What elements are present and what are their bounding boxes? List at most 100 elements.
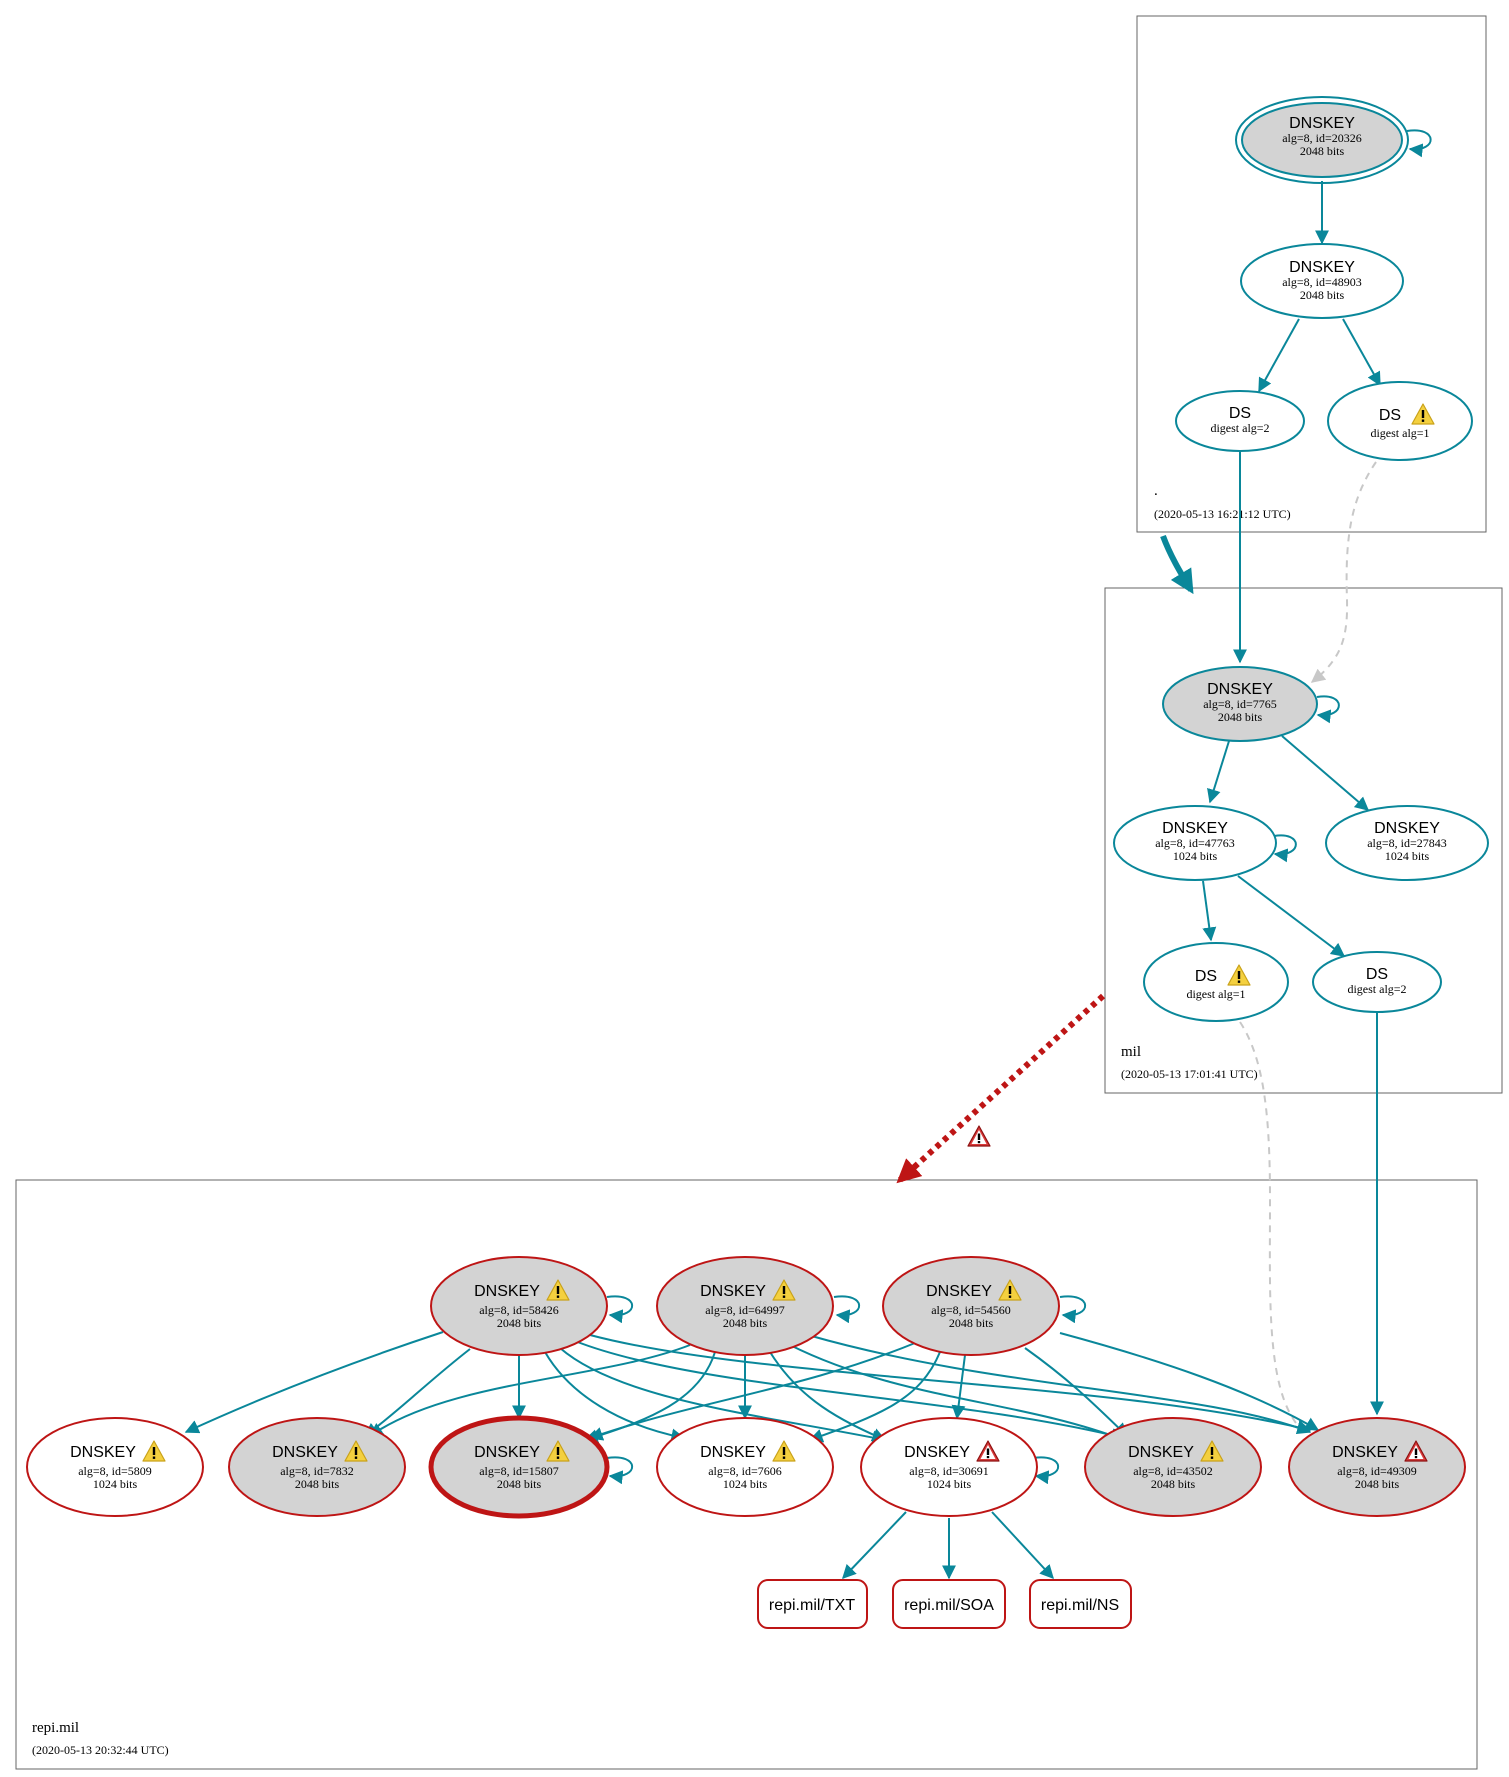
node-k7832[interactable]: DNSKEY alg=8, id=7832 2048 bits (228, 1417, 406, 1517)
node-bits: 2048 bits (295, 1477, 340, 1491)
edge-k58426-k7606 (544, 1351, 686, 1443)
edge-k54560-k43502 (1024, 1347, 1129, 1437)
rrset-ns[interactable]: repi.mil/NS (1029, 1579, 1132, 1629)
zone-repi: repi.mil (2020-05-13 20:32:44 UTC) (15, 1179, 1478, 1770)
node-title: DNSKEY (1289, 115, 1355, 132)
edge-mil-ksk-zsk1 (1207, 740, 1230, 804)
edge-k58426-k43502 (574, 1340, 1126, 1442)
node-id: alg=8, id=64997 (705, 1303, 785, 1317)
node-k15807[interactable]: DNSKEY alg=8, id=15807 2048 bits (428, 1415, 610, 1519)
node-k64997[interactable]: DNSKEY alg=8, id=64997 2048 bits (656, 1256, 834, 1356)
node-k5809[interactable]: DNSKEY alg=8, id=5809 1024 bits (26, 1417, 204, 1517)
node-k43502[interactable]: DNSKEY alg=8, id=43502 2048 bits (1084, 1417, 1262, 1517)
edge-k54560-k7606 (808, 1351, 941, 1443)
loop-mil-zsk1 (1273, 834, 1297, 863)
node-id: alg=8, id=47763 (1155, 836, 1235, 850)
rrset-soa[interactable]: repi.mil/SOA (892, 1579, 1006, 1629)
zone-root: . (2020-05-13 16:21:12 UTC) (1136, 15, 1487, 533)
node-bits: 1024 bits (1173, 849, 1218, 863)
loop-k64997 (833, 1295, 861, 1324)
delegation-error-icon (967, 1125, 991, 1147)
node-title: DS (1379, 407, 1401, 424)
node-bits: 1024 bits (927, 1477, 972, 1491)
loop-k58426 (606, 1295, 634, 1324)
node-bits: 2048 bits (1218, 710, 1263, 724)
rrset-label: repi.mil/NS (1041, 1597, 1119, 1614)
edge-k54560-k49309 (1059, 1332, 1320, 1431)
delegation-root-mil (1160, 534, 1194, 595)
loop-mil-ksk (1316, 695, 1340, 724)
node-bits: 2048 bits (1151, 1477, 1196, 1491)
loop-k30691 (1032, 1456, 1060, 1485)
edge-k58426-k5809 (184, 1331, 444, 1434)
edge-k54560-k30691 (951, 1354, 966, 1420)
node-id: alg=8, id=48903 (1282, 275, 1362, 289)
edge-mil-zsk1-ds1 (1202, 880, 1217, 942)
node-bits: 1024 bits (723, 1477, 768, 1491)
node-bits: 2048 bits (497, 1477, 542, 1491)
node-mil-ds1[interactable]: DS digest alg=1 (1143, 942, 1289, 1022)
edges (184, 129, 1432, 1580)
rrset-label: repi.mil/TXT (769, 1597, 855, 1614)
node-mil-ds2[interactable]: DS digest alg=2 (1312, 951, 1442, 1013)
node-title: DNSKEY (1162, 820, 1228, 837)
node-k30691[interactable]: DNSKEY alg=8, id=30691 1024 bits (860, 1417, 1038, 1517)
node-title: DNSKEY (1332, 1444, 1398, 1461)
node-title: DNSKEY (474, 1444, 540, 1461)
node-id: alg=8, id=20326 (1282, 131, 1362, 145)
edge-root-zsk-ds1 (1342, 318, 1381, 387)
node-digest: digest alg=2 (1210, 421, 1269, 435)
node-id: alg=8, id=49309 (1337, 1464, 1417, 1478)
node-digest: digest alg=1 (1186, 987, 1245, 1001)
loop-k54560 (1059, 1295, 1087, 1324)
node-id: alg=8, id=7606 (708, 1464, 782, 1478)
edge-root-ds1-mil-ksk (1310, 461, 1377, 683)
node-id: alg=8, id=7832 (280, 1464, 354, 1478)
edge-k64997-k49309 (807, 1334, 1312, 1435)
node-bits: 2048 bits (1355, 1477, 1400, 1491)
edge-k58426-k7832 (363, 1348, 471, 1437)
edge-mil-zsk1-ds2 (1237, 875, 1346, 957)
node-mil-zsk2[interactable]: DNSKEY alg=8, id=27843 1024 bits (1325, 805, 1489, 881)
node-root-ksk[interactable]: DNSKEY alg=8, id=20326 2048 bits (1235, 96, 1409, 184)
rrset-txt[interactable]: repi.mil/TXT (757, 1579, 868, 1629)
node-k49309[interactable]: DNSKEY alg=8, id=49309 2048 bits (1288, 1417, 1466, 1517)
edge-k30691-txt (842, 1511, 907, 1580)
node-id: alg=8, id=15807 (479, 1464, 559, 1478)
node-title: DNSKEY (70, 1444, 136, 1461)
loop-root-ksk (1406, 129, 1432, 158)
node-digest: digest alg=1 (1370, 426, 1429, 440)
node-mil-zsk1[interactable]: DNSKEY alg=8, id=47763 1024 bits (1113, 805, 1277, 881)
node-bits: 2048 bits (497, 1316, 542, 1330)
node-k58426[interactable]: DNSKEY alg=8, id=58426 2048 bits (430, 1256, 608, 1356)
node-bits: 1024 bits (93, 1477, 138, 1491)
node-title: DNSKEY (904, 1444, 970, 1461)
node-id: alg=8, id=58426 (479, 1303, 559, 1317)
node-title: DNSKEY (1374, 820, 1440, 837)
edge-mil-ds1-k49309 (1239, 1021, 1301, 1429)
node-mil-ksk[interactable]: DNSKEY alg=8, id=7765 2048 bits (1162, 666, 1318, 742)
node-title: DNSKEY (474, 1283, 540, 1300)
node-root-ds1[interactable]: DS digest alg=1 (1327, 381, 1473, 461)
node-id: alg=8, id=27843 (1367, 836, 1447, 850)
edge-k64997-k30691 (769, 1351, 887, 1442)
node-root-ds2[interactable]: DS digest alg=2 (1175, 390, 1305, 452)
zone-mil: mil (2020-05-13 17:01:41 UTC) (1104, 587, 1503, 1094)
node-k54560[interactable]: DNSKEY alg=8, id=54560 2048 bits (882, 1256, 1060, 1356)
loop-k15807 (606, 1456, 634, 1485)
node-root-zsk[interactable]: DNSKEY alg=8, id=48903 2048 bits (1240, 243, 1404, 319)
node-id: alg=8, id=7765 (1203, 697, 1277, 711)
node-title: DNSKEY (926, 1283, 992, 1300)
node-title: DNSKEY (1289, 259, 1355, 276)
node-k7606[interactable]: DNSKEY alg=8, id=7606 1024 bits (656, 1417, 834, 1517)
edge-k64997-k7832 (368, 1344, 691, 1437)
node-id: alg=8, id=43502 (1133, 1464, 1213, 1478)
node-title: DS (1229, 405, 1251, 422)
node-title: DNSKEY (272, 1444, 338, 1461)
node-title: DNSKEY (700, 1444, 766, 1461)
node-title: DS (1195, 968, 1217, 985)
node-bits: 2048 bits (1300, 144, 1345, 158)
node-id: alg=8, id=5809 (78, 1464, 152, 1478)
node-bits: 2048 bits (723, 1316, 768, 1330)
